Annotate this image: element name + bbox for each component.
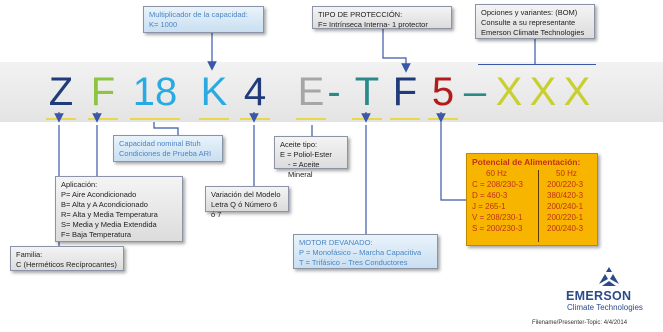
familia-value: C (Herméticos Recíprocantes): [16, 260, 117, 269]
potencia-header-row: 60 Hz 50 Hz: [472, 168, 592, 179]
code-char-option1: X: [495, 70, 523, 114]
code-char-application: F: [90, 70, 116, 114]
aceite-box: Aceite tipo: E = Poliol-Ester - = Aceite…: [274, 136, 348, 179]
code-char-protection: F: [392, 70, 418, 114]
underline-capacity: [130, 118, 180, 120]
proteccion-title: TIPO DE PROTECCIÓN:: [318, 10, 403, 19]
emerson-brand: EMERSON: [566, 289, 632, 303]
underline-multiplier: [199, 118, 229, 120]
aplicacion-title: Aplicación:: [61, 180, 98, 189]
potencia-divider: [538, 170, 539, 242]
code-char-option2: X: [529, 70, 557, 114]
aceite-line2: - = Aceite Mineral: [288, 160, 320, 179]
code-char-multiplier: K: [200, 70, 228, 114]
opciones-title: Opciones y variantes: (BOM): [481, 8, 578, 17]
potencia-cell: 200/220-1: [547, 213, 584, 222]
code-char-motor: T: [354, 70, 380, 114]
emerson-logo-icon: [599, 267, 619, 286]
emerson-tagline: Climate Technologies: [567, 303, 643, 312]
motor-line2: T = Trifásico – Tres Conductores: [299, 258, 408, 267]
code-char-dash2: –: [463, 70, 487, 114]
potencia-cell: D = 460-3: [472, 191, 508, 200]
code-char-option3: X: [563, 70, 591, 114]
motor-title: MOTOR DEVANADO:: [299, 238, 373, 247]
code-char-dash: -: [327, 70, 341, 114]
overline-options: [478, 64, 596, 65]
code-char-voltage: 5: [431, 70, 455, 114]
proteccion-value: F= Intrínseca Interna- 1 protector: [318, 20, 428, 29]
potencia-cell: 200/220-3: [547, 180, 584, 189]
variacion-line2: Letra Q ó Número 6 ó 7: [211, 200, 278, 219]
underline-oil: [296, 118, 326, 120]
potencia-cell: J = 265-1: [472, 202, 506, 211]
potencia-title: Potencial de Alimentación:: [472, 157, 581, 167]
motor-box: MOTOR DEVANADO: P = Monofásico – Marcha …: [293, 234, 438, 269]
variacion-box: Variación del Modelo Letra Q ó Número 6 …: [205, 186, 289, 219]
multiplicador-title: Multiplicador de la capacidad:: [149, 10, 248, 19]
code-char-capacity: 18: [132, 70, 178, 114]
potencia-cell: 200/240-1: [547, 202, 584, 211]
potencia-box: Potencial de Alimentación: 60 Hz 50 Hz C…: [466, 153, 598, 246]
underline-application: [88, 118, 118, 120]
potencia-row: C = 208/230-3 200/220-3: [472, 179, 592, 190]
capacidad-box: Capacidad nominal Btuh Condiciones de Pr…: [113, 135, 223, 162]
code-char-family: Z: [48, 70, 74, 114]
proteccion-box: TIPO DE PROTECCIÓN: F= Intrínseca Intern…: [312, 6, 452, 29]
potencia-cell: 200/240-3: [547, 224, 584, 233]
potencia-header-60: 60 Hz: [486, 169, 507, 178]
aplicacion-item: B= Alta y A Acondicionado: [61, 200, 148, 209]
aplicacion-item: S= Media y Media Extendida: [61, 220, 157, 229]
potencia-cell: C = 208/230-3: [472, 180, 523, 189]
code-band: [0, 62, 663, 122]
familia-title: Familia:: [16, 250, 43, 259]
code-char-oil: E: [297, 70, 325, 114]
opciones-box: Opciones y variantes: (BOM) Consulte a s…: [475, 4, 595, 39]
potencia-row: S = 200/230-3 200/240-3: [472, 223, 592, 234]
aceite-title: Aceite tipo:: [280, 140, 318, 149]
underline-protection: [390, 118, 420, 120]
aplicacion-item: R= Alta y Media Temperatura: [61, 210, 158, 219]
capacidad-line2: Condiciones de Prueba ARI: [119, 149, 212, 158]
aceite-line1: E = Poliol-Ester: [280, 150, 332, 159]
capacidad-line1: Capacidad nominal Btuh: [119, 139, 201, 148]
aplicacion-item: F= Baja Temperatura: [61, 230, 132, 239]
variacion-line1: Variación del Modelo: [211, 190, 281, 199]
potencia-row: D = 460-3 380/420-3: [472, 190, 592, 201]
potencia-row: J = 265-1 200/240-1: [472, 201, 592, 212]
multiplicador-value: K= 1000: [149, 20, 178, 29]
motor-line1: P = Monofásico – Marcha Capacitiva: [299, 248, 422, 257]
potencia-cell: S = 200/230-3: [472, 224, 523, 233]
footer-text: Filename/Presenter-Topic: 4/4/2014: [532, 320, 628, 326]
familia-box: Familia: C (Herméticos Recíprocantes): [10, 246, 124, 271]
multiplicador-box: Multiplicador de la capacidad: K= 1000: [143, 6, 264, 33]
potencia-cell: V = 208/230-1: [472, 213, 523, 222]
potencia-row: V = 208/230-1 200/220-1: [472, 212, 592, 223]
potencia-cell: 380/420-3: [547, 191, 584, 200]
opciones-line2: Emerson Climate Technologies: [481, 28, 585, 37]
aplicacion-box: Aplicación: P= Aire Acondicionado B= Alt…: [55, 176, 183, 242]
aplicacion-item: P= Aire Acondicionado: [61, 190, 137, 199]
code-char-variation: 4: [243, 70, 267, 114]
opciones-line1: Consulte a su representante: [481, 18, 576, 27]
potencia-header-50: 50 Hz: [556, 169, 577, 178]
